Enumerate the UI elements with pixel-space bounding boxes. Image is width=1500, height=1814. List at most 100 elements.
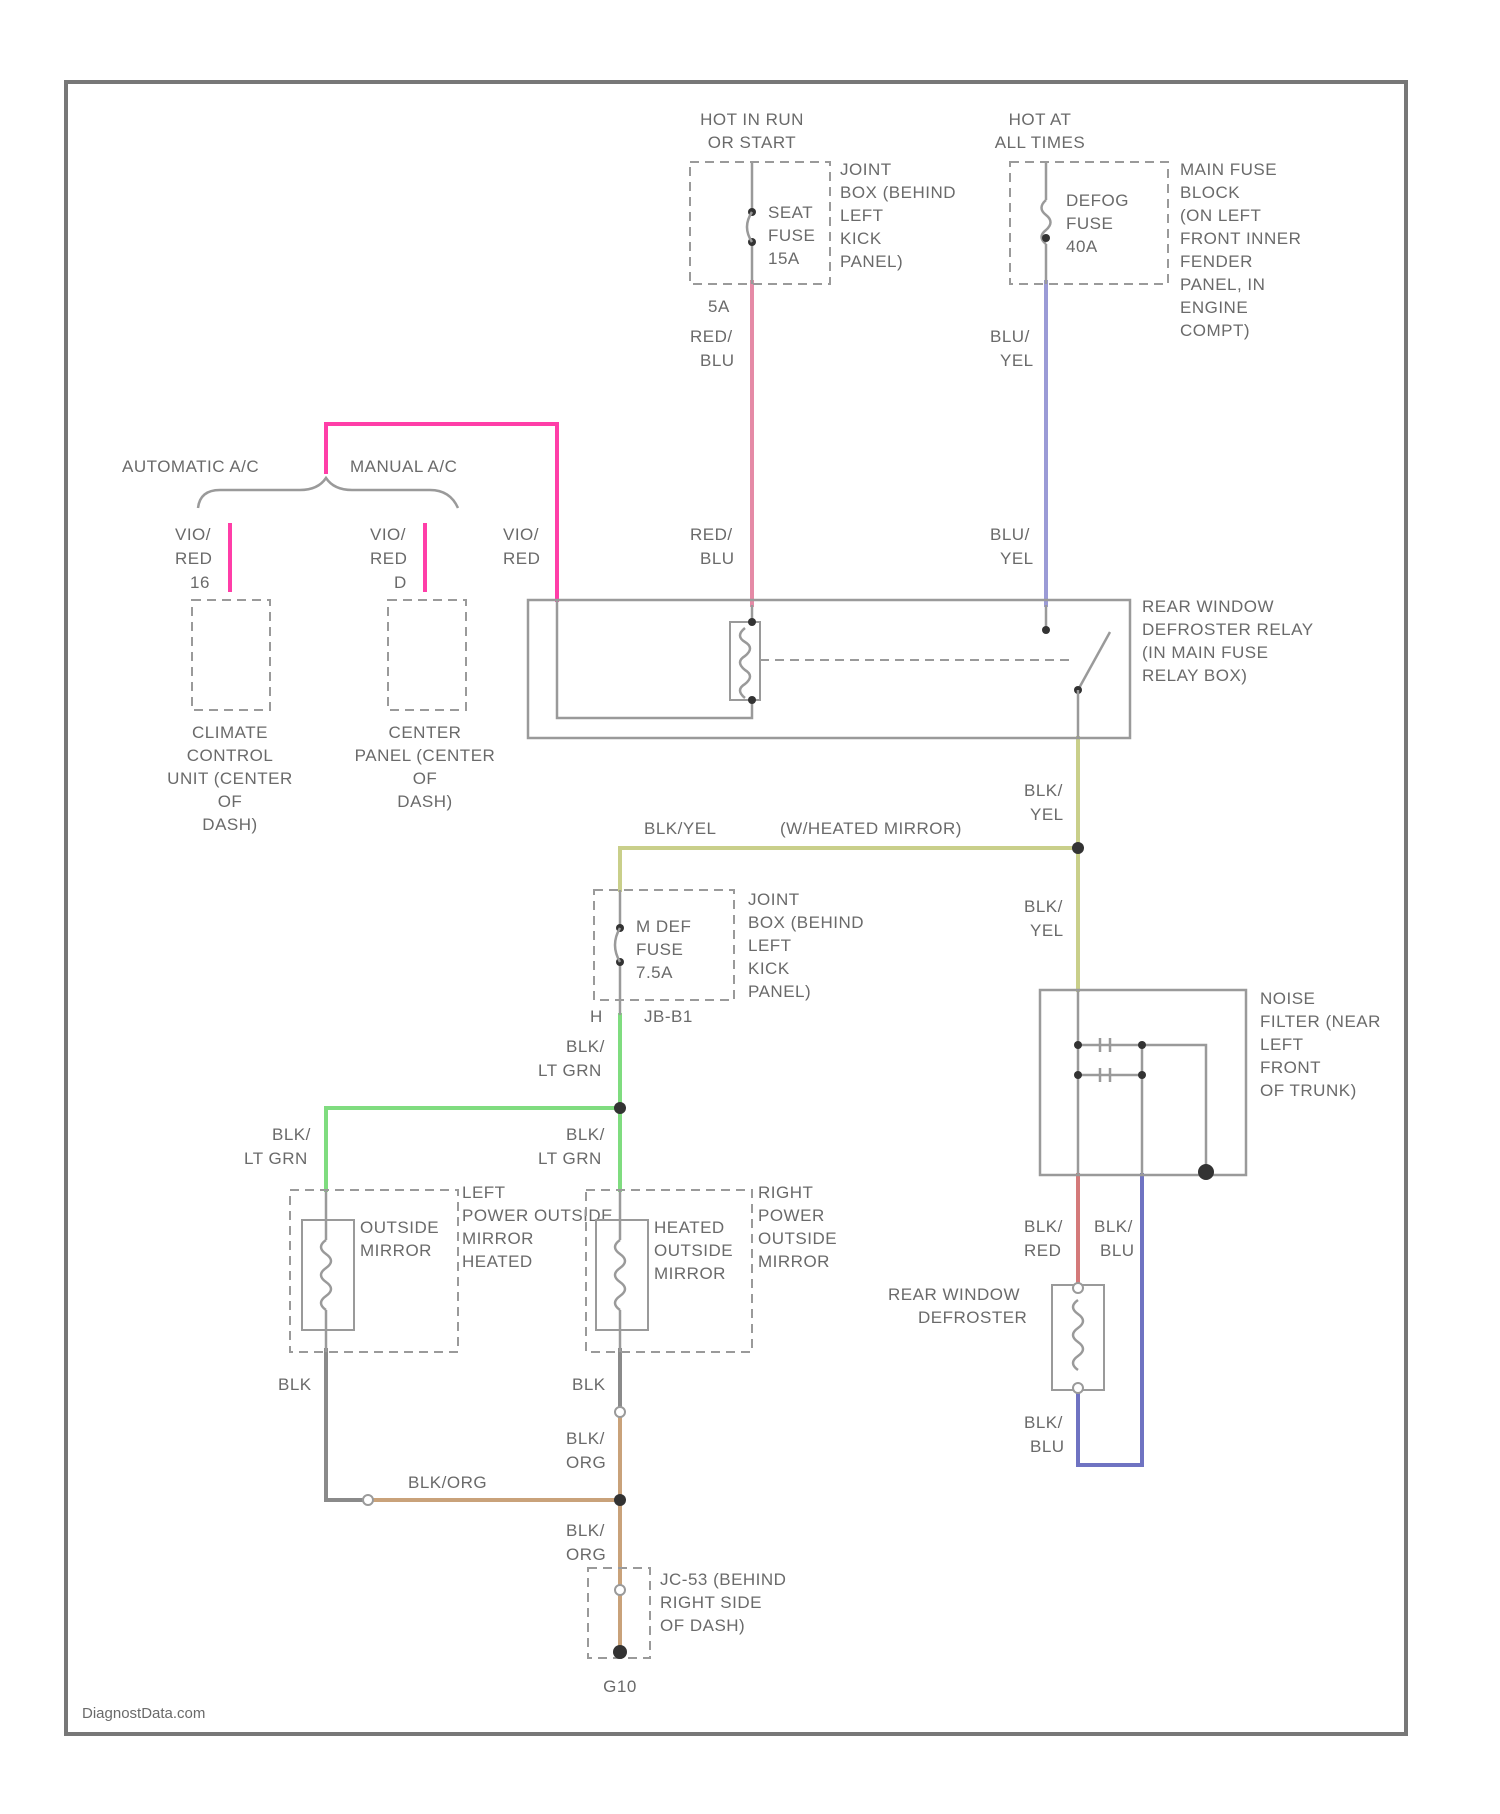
center-label-2: PANEL (CENTER [355, 746, 496, 765]
noise-filter-node-2 [1138, 1041, 1146, 1049]
seat-fuse-label: SEAT [768, 203, 813, 222]
left-mirror-label-3: MIRROR [462, 1229, 534, 1248]
center-panel [388, 600, 466, 710]
wire-label-org-1: ORG [566, 1453, 606, 1472]
watermark: DiagnostData.com [82, 1705, 205, 1722]
defroster-pin-bottom [1073, 1383, 1083, 1393]
center-pin-d: D [394, 573, 407, 592]
splice-blk-yel [1072, 842, 1084, 854]
climate-wire-red: RED [175, 549, 212, 568]
relay-switch-terminal [1042, 626, 1050, 634]
joint-box-2-label-3: LEFT [748, 936, 792, 955]
left-mirror-outside: OUTSIDE [360, 1218, 439, 1237]
wire-label-red-bottom: RED [1024, 1241, 1061, 1260]
wire-label-lt-grn-1: LT GRN [538, 1061, 602, 1080]
relay-coil-terminal [748, 618, 756, 626]
climate-wire-vio: VIO/ [175, 525, 211, 544]
joint-box-top [690, 162, 830, 284]
right-mirror-heater-box [596, 1220, 648, 1330]
climate-label-1: CLIMATE [192, 723, 268, 742]
wire-label-blk-right: BLK [572, 1375, 606, 1394]
hot-run-label-2: OR START [708, 133, 796, 152]
wire-label-lt-grn-2: LT GRN [244, 1149, 308, 1168]
joint-box-label-5: PANEL) [840, 252, 903, 271]
main-fuse-label-5: FENDER [1180, 252, 1253, 271]
wire-label-org-2: ORG [566, 1545, 606, 1564]
seat-fuse-label-2: FUSE [768, 226, 815, 245]
wire-label-blu-mid: BLU [700, 549, 735, 568]
left-mirror-mirror: MIRROR [360, 1241, 432, 1260]
jc53-label-2: RIGHT SIDE [660, 1593, 762, 1612]
splice-blk-org [614, 1494, 626, 1506]
climate-pin-16: 16 [190, 573, 210, 592]
main-fuse-label-3: (ON LEFT [1180, 206, 1261, 225]
noise-filter-node-3 [1074, 1071, 1082, 1079]
main-fuse-label-2: BLOCK [1180, 183, 1240, 202]
rear-defroster-label-1: REAR WINDOW [888, 1285, 1020, 1304]
automatic-ac-label: AUTOMATIC A/C [122, 457, 259, 476]
right-mirror-label-4: MIRROR [758, 1252, 830, 1271]
wire-label-blk-org: BLK/ORG [408, 1473, 487, 1492]
wire-label-blk-3: BLK/ [566, 1037, 605, 1056]
wire-label-yel-1: YEL [1030, 805, 1064, 824]
relay-coil-winding [740, 628, 750, 698]
wire-label-red-top: RED/ [690, 327, 733, 346]
wire-label-blk-yel: BLK/YEL [644, 819, 717, 838]
relay-coil-icon [730, 622, 760, 700]
wire-label-blu-mid-right: BLU/ [990, 525, 1030, 544]
climate-label-5: DASH) [202, 815, 257, 834]
main-fuse-label-8: COMPT) [1180, 321, 1250, 340]
wire-label-blk-5: BLK/ [566, 1125, 605, 1144]
left-power-outside-mirror [290, 1190, 458, 1352]
seat-fuse-rating: 15A [768, 249, 800, 268]
main-fuse-label-7: ENGINE [1180, 298, 1248, 317]
center-label-1: CENTER [389, 723, 462, 742]
connector-pin-right [615, 1407, 625, 1417]
joint-box-label-3: LEFT [840, 206, 884, 225]
wire-label-blk-red-1: BLK/ [1024, 1217, 1063, 1236]
right-mirror-label-1: RIGHT [758, 1183, 813, 1202]
defog-fuse-terminal [1042, 234, 1050, 242]
noise-label-2: FILTER (NEAR [1260, 1012, 1381, 1031]
right-mirror-mirror: MIRROR [654, 1264, 726, 1283]
joint-box-2-label-2: BOX (BEHIND [748, 913, 864, 932]
jb-b1-label: JB-B1 [644, 1007, 693, 1026]
joint-box-2-label-4: KICK [748, 959, 790, 978]
climate-label-2: CONTROL [187, 746, 274, 765]
hot-run-label: HOT IN RUN [700, 110, 804, 129]
wire-blk-yel-branch [620, 848, 1078, 890]
climate-control-unit [192, 600, 270, 710]
wire-label-yel-mid-right: YEL [1000, 549, 1034, 568]
wire-label-blu-bottom-2: BLU [1030, 1437, 1065, 1456]
relay-coil-terminal-2 [748, 696, 756, 704]
main-fuse-label-4: FRONT INNER [1180, 229, 1301, 248]
right-mirror-label-2: POWER [758, 1206, 825, 1225]
wire-label-red-mid: RED/ [690, 525, 733, 544]
left-mirror-label-2: POWER OUTSIDE [462, 1206, 613, 1225]
connector-pin-left [363, 1495, 373, 1505]
right-mirror-outside: OUTSIDE [654, 1241, 733, 1260]
joint-box-2-label: JOINT [748, 890, 800, 909]
wire-label-blk-blu-1: BLK/ [1094, 1217, 1133, 1236]
jc53-label-3: OF DASH) [660, 1616, 745, 1635]
wire-blk-left [326, 1350, 365, 1500]
mdef-fuse-element [615, 928, 620, 962]
noise-filter-ground [1198, 1164, 1214, 1180]
wire-label-yel-top-right: YEL [1000, 351, 1034, 370]
mdef-fuse-label-2: FUSE [636, 940, 683, 959]
hot-all-label: HOT AT [1009, 110, 1072, 129]
defroster-pin-top [1073, 1283, 1083, 1293]
manual-ac-label: MANUAL A/C [350, 457, 457, 476]
jc53-pin [615, 1585, 625, 1595]
wire-label-blk-2: BLK/ [1024, 897, 1063, 916]
noise-label-3: LEFT [1260, 1035, 1304, 1054]
ground-point [613, 1645, 627, 1659]
relay-coil-ground [557, 600, 752, 718]
noise-label-1: NOISE [1260, 989, 1315, 1008]
mdef-fuse-label: M DEF [636, 917, 691, 936]
wire-label-blu-top: BLU [700, 351, 735, 370]
relay-label-4: RELAY BOX) [1142, 666, 1247, 685]
left-mirror-label-4: HEATED [462, 1252, 533, 1271]
joint-box-2-label-5: PANEL) [748, 982, 811, 1001]
